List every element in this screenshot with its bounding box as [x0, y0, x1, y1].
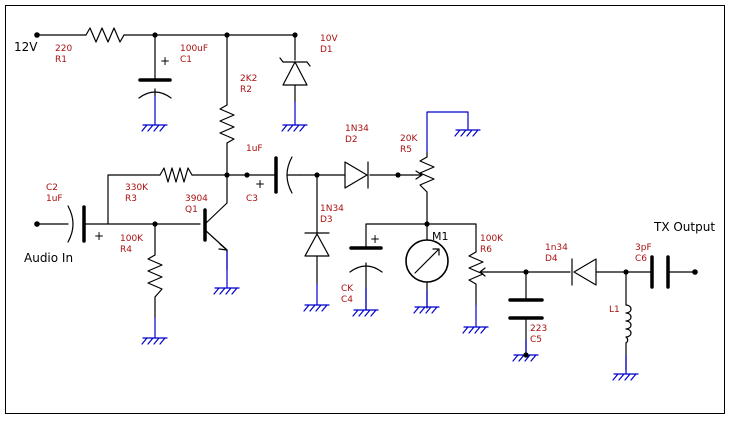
r5-ref: R5	[400, 145, 412, 155]
c1-polarity-mark: +	[160, 54, 170, 68]
r1-ref: R1	[55, 55, 67, 65]
capacitor-c5	[508, 298, 544, 320]
r4-value: 100K	[120, 234, 144, 244]
l1-ref: L1	[609, 305, 620, 315]
c6-ref: C6	[635, 254, 647, 264]
d1-value: 10V	[320, 34, 338, 44]
junctions	[152, 32, 629, 358]
capacitor-c1	[138, 78, 172, 99]
diode-d2	[344, 161, 369, 189]
ground-symbol	[462, 326, 489, 334]
r3-value: 330K	[125, 183, 149, 193]
ground-symbol	[612, 373, 639, 381]
potentiometer-r5	[411, 156, 435, 193]
ground-symbol	[454, 129, 481, 137]
diode-d3	[304, 232, 330, 257]
c2-ref: C2	[46, 183, 58, 193]
d3-ref: D3	[320, 215, 333, 225]
c1-ref: C1	[180, 55, 192, 65]
c1-value: 100uF	[180, 44, 208, 54]
meter-m1	[405, 239, 449, 283]
potentiometer-r6	[468, 251, 488, 295]
output-label: TX Output	[653, 220, 715, 234]
c3-ref: C3	[246, 194, 258, 204]
d4-value: 1n34	[545, 243, 568, 253]
capacitor-c4	[349, 246, 383, 273]
r2-value: 2K2	[240, 74, 257, 84]
c6-value: 3pF	[635, 243, 652, 253]
resistor-r2	[219, 104, 235, 144]
r4-ref: R4	[120, 245, 132, 255]
ground-symbol	[141, 124, 168, 132]
capacitor-c3	[274, 156, 301, 194]
c4-ref: C4	[341, 295, 353, 305]
c3-value: 1uF	[246, 144, 263, 154]
resistor-r4	[147, 254, 163, 298]
zener-diode-d1	[279, 57, 311, 86]
c5-value: 223	[530, 324, 547, 334]
input-terminal	[34, 221, 40, 227]
resistor-r1	[85, 27, 125, 43]
ground-symbol	[352, 309, 379, 317]
q1-value: 3904	[185, 194, 208, 204]
diagram-frame	[5, 5, 725, 414]
r2-ref: R2	[240, 85, 252, 95]
r3-ref: R3	[125, 194, 137, 204]
ground-symbol	[281, 124, 308, 132]
capacitor-c6	[650, 255, 670, 289]
d2-value: 1N34	[345, 124, 369, 134]
transistor-q1	[203, 208, 228, 251]
supply-label: 12V	[14, 40, 38, 54]
resistor-r3	[159, 167, 193, 183]
d1-ref: D1	[320, 45, 333, 55]
ground-symbol	[303, 304, 330, 312]
c4-polarity-mark: +	[370, 232, 380, 246]
c3-polarity-mark: +	[255, 177, 265, 191]
r6-value: 100K	[480, 234, 504, 244]
c2-value: 1uF	[46, 194, 63, 204]
ground-symbol	[413, 306, 440, 314]
d3-value: 1N34	[320, 204, 344, 214]
diode-d4	[571, 258, 597, 286]
q1-ref: Q1	[185, 205, 198, 215]
c5-ref: C5	[530, 335, 542, 345]
ground-symbol	[141, 337, 168, 345]
meter-label: M1	[432, 230, 449, 243]
capacitor-c2	[67, 205, 86, 243]
r5-value: 20K	[400, 134, 418, 144]
supply-terminal	[34, 32, 40, 38]
r6-ref: R6	[480, 245, 492, 255]
c4-value: CK	[341, 284, 354, 294]
ground-symbol	[213, 287, 240, 295]
d2-ref: D2	[345, 135, 358, 145]
input-label: Audio In	[24, 251, 73, 265]
c2-polarity-mark: +	[94, 229, 104, 243]
output-terminal	[692, 269, 698, 275]
d4-ref: D4	[545, 254, 558, 264]
r1-value: 220	[55, 44, 72, 54]
inductor-l1	[625, 304, 632, 344]
